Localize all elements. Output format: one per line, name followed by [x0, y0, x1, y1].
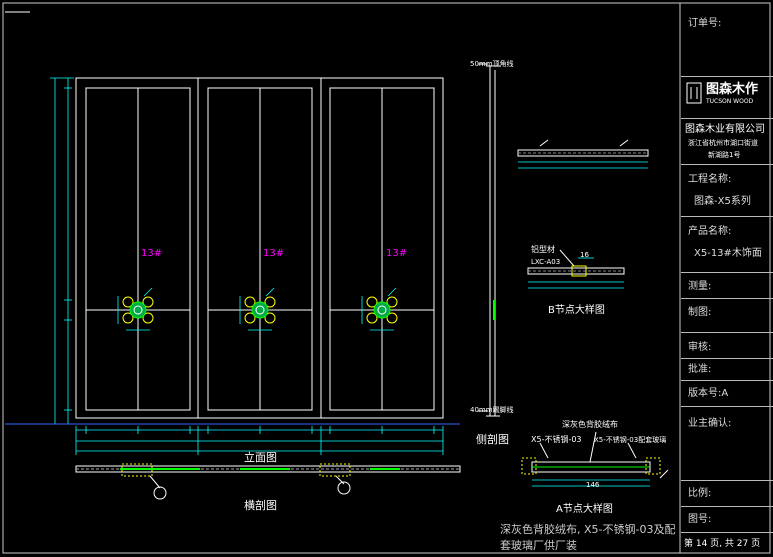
panel-label-3: 13# [386, 248, 408, 259]
top-node-detail [517, 139, 649, 169]
tb-divider [681, 332, 773, 333]
top-moulding-note: 50mm顶角线 [470, 60, 514, 68]
tb-divider [681, 380, 773, 381]
tb-divider [681, 272, 773, 273]
approver-label: 批准: [688, 364, 712, 375]
company-address-line-2: 新湖路1号 [708, 151, 741, 159]
version-label-text: 版本号: [688, 388, 722, 399]
page-counter: 第 14 页, 共 27 页 [684, 539, 761, 549]
owner-confirm-label: 业主确认: [688, 418, 732, 429]
tb-divider [681, 358, 773, 359]
tb-divider [681, 506, 773, 507]
rosette-ornament-2 [244, 296, 276, 324]
brand-logo-icon [686, 82, 702, 104]
node-b-detail [527, 249, 625, 289]
cross-section-title: 横剖图 [244, 499, 277, 512]
tb-divider [681, 216, 773, 217]
tb-divider [681, 406, 773, 407]
version-value: A [721, 388, 729, 399]
scale-label: 比例: [688, 488, 712, 499]
skirting-note: 40mm踢脚线 [470, 406, 514, 414]
project-name-label: 工程名称: [688, 174, 732, 185]
node-a-callout-left: X5-不锈钢-03 [531, 435, 582, 444]
elevation-bottom-dimensions [75, 426, 444, 455]
company-name: 图森木业有限公司 [685, 124, 765, 135]
reviewer-label: 审核: [688, 342, 712, 353]
tb-divider [681, 298, 773, 299]
material-note-line-1: 深灰色背胶绒布, X5-不锈钢-03及配 [500, 523, 676, 536]
node-a-callout-top: 深灰色背胶绒布 [562, 420, 618, 429]
rosette-ornament-3 [366, 296, 398, 324]
panel-label-1: 13# [141, 248, 163, 259]
node-b-title: B节点大样图 [548, 305, 605, 316]
brand-name-cn: 图森木作 [706, 82, 759, 97]
tb-divider [681, 532, 773, 533]
tb-divider [681, 76, 773, 77]
rosette-dimensions [117, 287, 397, 331]
side-section-view [478, 63, 500, 417]
panel-label-2: 13# [263, 248, 285, 259]
tb-divider [681, 164, 773, 165]
survey-label: 测量: [688, 281, 712, 292]
rosette-ornament-1 [122, 296, 154, 324]
order-number-label: 订单号: [688, 18, 722, 29]
node-b-callout-material: 铝型材 [531, 245, 555, 254]
tb-divider [681, 480, 773, 481]
product-name-value: X5-13#木饰面 [694, 248, 762, 259]
brand-name-en: TUCSON WOOD [706, 98, 754, 105]
node-a-callout-right: X5-不锈钢-03配套玻璃 [594, 436, 667, 444]
drawing-number-label: 图号: [688, 514, 712, 525]
node-b-callout-code: LXC-A03 [531, 258, 561, 266]
elevation-left-dimensions [50, 77, 74, 425]
side-section-title: 侧剖图 [476, 433, 509, 446]
product-name-label: 产品名称: [688, 226, 732, 237]
elevation-title: 立面图 [244, 451, 277, 464]
material-note-line-2: 套玻璃厂供厂装 [500, 539, 577, 552]
node-a-detail [521, 431, 669, 487]
cross-section-strip [75, 463, 461, 500]
project-name-value: 图森-X5系列 [694, 196, 751, 207]
drafter-label: 制图: [688, 307, 712, 318]
node-a-dimension: 146 [586, 481, 600, 489]
tb-divider [681, 118, 773, 119]
node-b-dimension: 16 [580, 251, 589, 259]
node-a-title: A节点大样图 [556, 504, 613, 515]
company-address-line-1: 浙江省杭州市湖口街道 [688, 139, 758, 147]
version-label: 版本号:A [688, 388, 773, 400]
